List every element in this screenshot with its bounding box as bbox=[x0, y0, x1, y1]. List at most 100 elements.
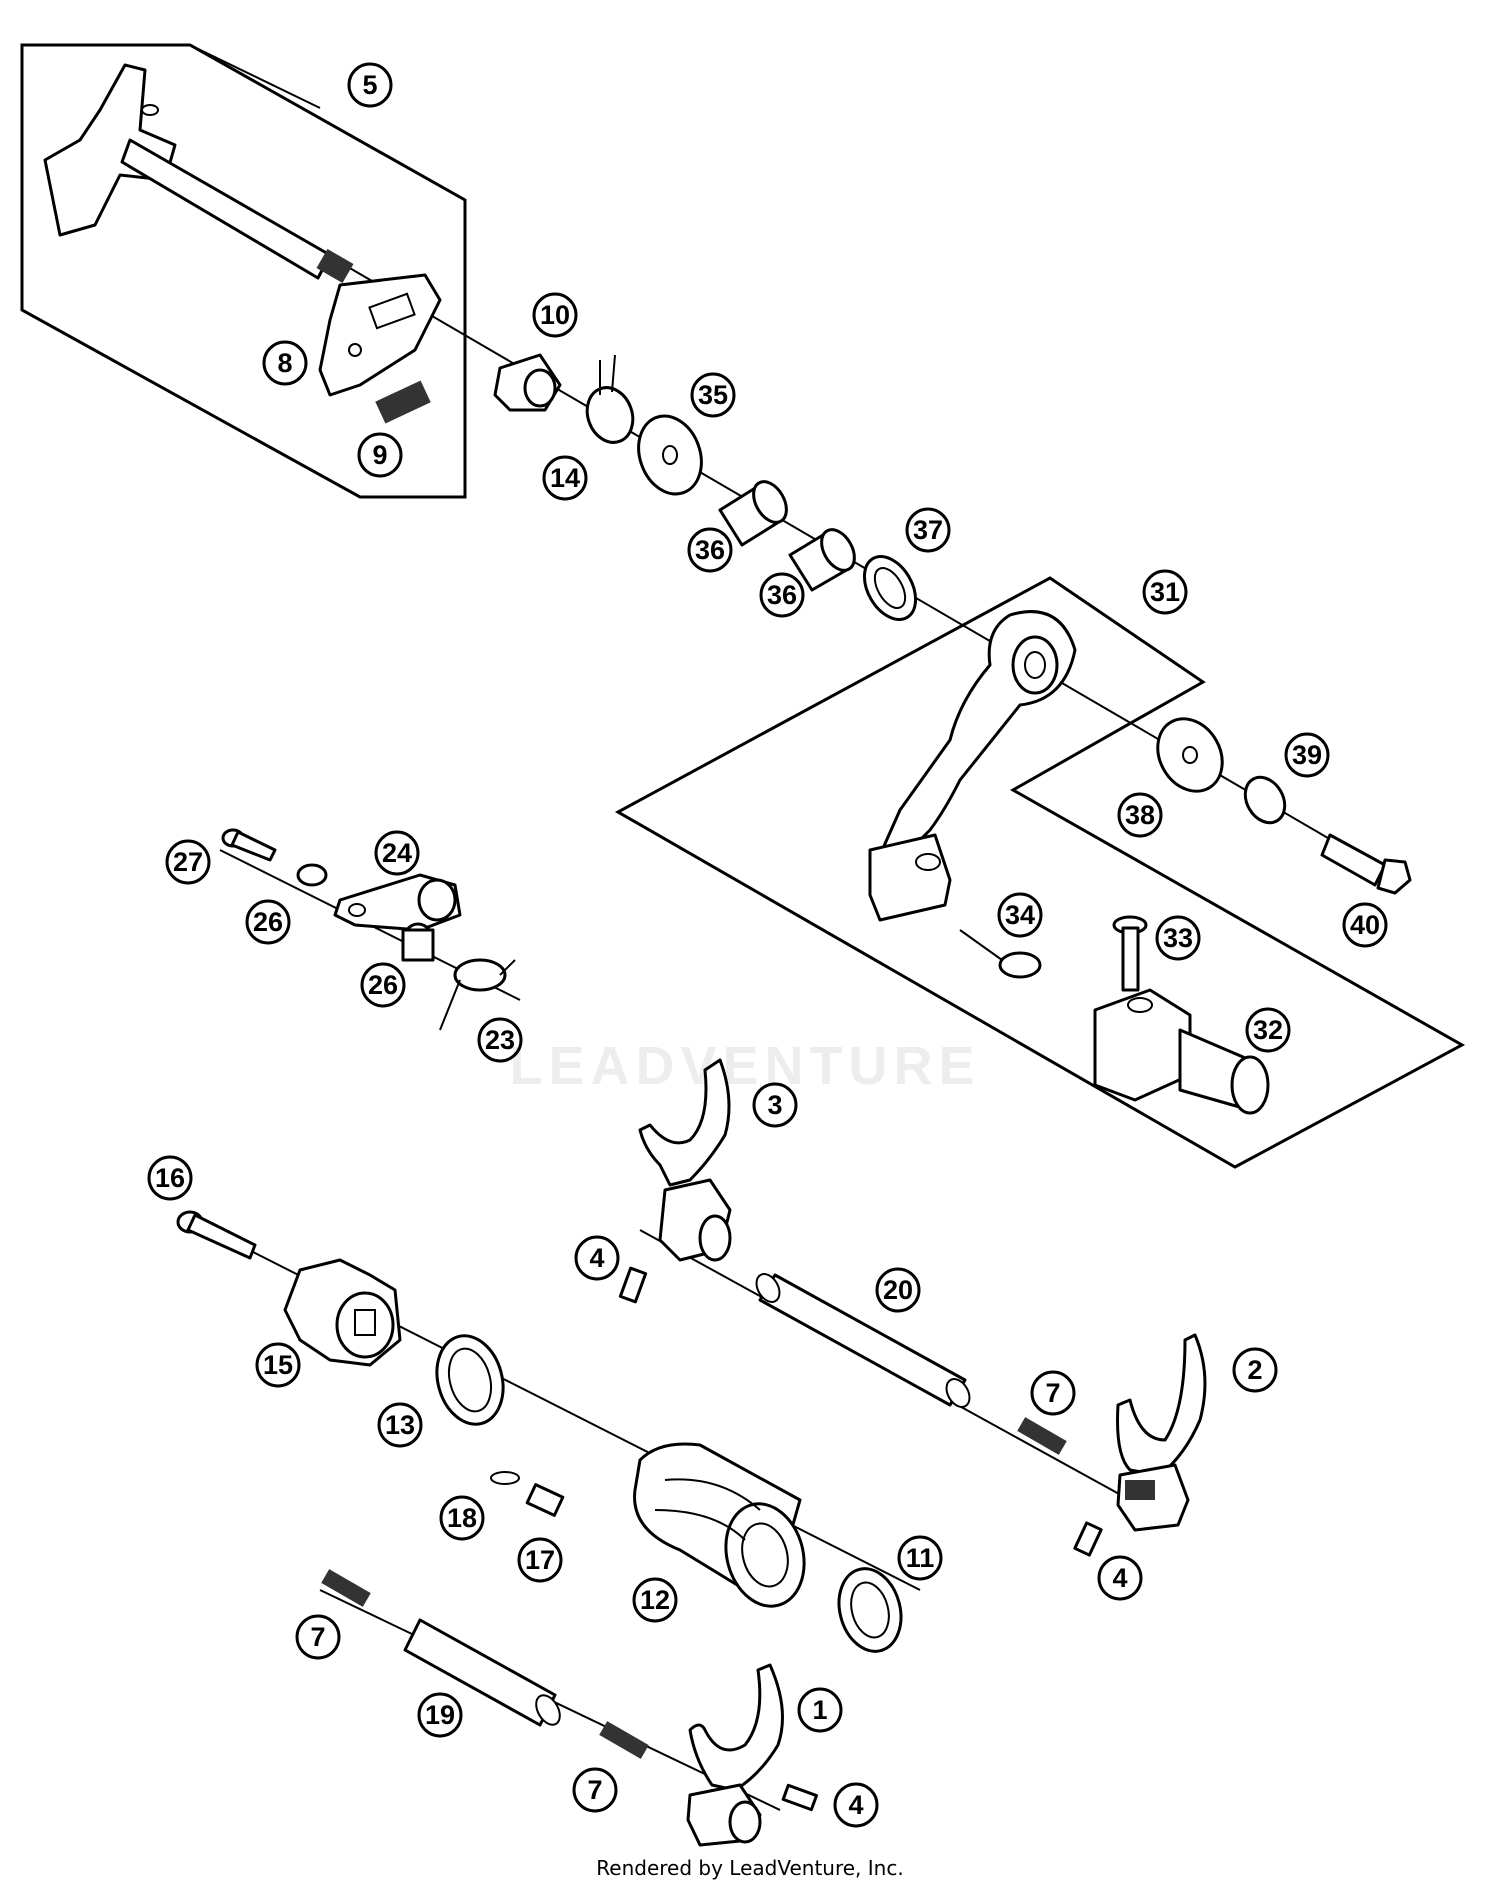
svg-text:17: 17 bbox=[525, 1545, 555, 1575]
callout-13: 13 bbox=[377, 1402, 423, 1448]
callout-32: 32 bbox=[1245, 1007, 1291, 1053]
footpeg-pin bbox=[1112, 915, 1148, 992]
callout-7-c: 7 bbox=[572, 1767, 618, 1813]
shift-fork-2 bbox=[1116, 1333, 1207, 1532]
lock-washer bbox=[1243, 775, 1287, 825]
callout-36-a: 36 bbox=[687, 527, 733, 573]
svg-text:24: 24 bbox=[382, 838, 412, 868]
spring-7-b bbox=[321, 1569, 371, 1607]
svg-text:11: 11 bbox=[906, 1543, 935, 1573]
callout-19: 19 bbox=[417, 1692, 463, 1738]
shift-fork-1 bbox=[686, 1663, 784, 1847]
circlip bbox=[585, 354, 635, 444]
svg-text:40: 40 bbox=[1350, 910, 1380, 940]
svg-text:33: 33 bbox=[1163, 923, 1193, 953]
callout-11: 11 bbox=[897, 1535, 943, 1581]
guide-pin-a bbox=[618, 1266, 648, 1304]
svg-text:31: 31 bbox=[1150, 577, 1180, 607]
seal-ring bbox=[862, 555, 918, 621]
svg-text:9: 9 bbox=[372, 440, 387, 470]
callout-18: 18 bbox=[439, 1495, 485, 1541]
callout-7-b: 7 bbox=[295, 1614, 341, 1660]
callout-27: 27 bbox=[165, 839, 211, 885]
svg-text:16: 16 bbox=[155, 1163, 185, 1193]
spring-7-c bbox=[599, 1721, 649, 1759]
small-ring bbox=[959, 929, 1042, 979]
callout-4-b: 4 bbox=[1097, 1555, 1143, 1601]
callout-36-b: 36 bbox=[759, 572, 805, 618]
callout-26-a: 26 bbox=[245, 899, 291, 945]
callout-4-a: 4 bbox=[574, 1235, 620, 1281]
svg-text:1: 1 bbox=[812, 1695, 827, 1725]
callout-23: 23 bbox=[477, 1017, 523, 1063]
callout-40: 40 bbox=[1342, 902, 1388, 948]
lever-bolt bbox=[1320, 833, 1412, 895]
svg-text:13: 13 bbox=[385, 1410, 415, 1440]
plate-spring bbox=[375, 380, 431, 424]
shift-fork-3 bbox=[638, 1058, 732, 1262]
spring-7-a bbox=[1017, 1417, 1067, 1455]
svg-text:10: 10 bbox=[540, 300, 570, 330]
washer-35 bbox=[637, 414, 703, 496]
svg-text:8: 8 bbox=[277, 348, 292, 378]
shift-shaft bbox=[43, 63, 354, 284]
washer-11 bbox=[837, 1567, 903, 1653]
svg-text:18: 18 bbox=[447, 1503, 477, 1533]
washer-38 bbox=[1156, 717, 1224, 793]
shift-lever bbox=[868, 610, 1077, 922]
callout-1: 1 bbox=[797, 1687, 843, 1733]
fork-rail-20 bbox=[755, 1273, 971, 1408]
callout-26-b: 26 bbox=[360, 962, 406, 1008]
washer-13 bbox=[435, 1334, 505, 1426]
svg-text:39: 39 bbox=[1292, 740, 1322, 770]
fork-rail-19 bbox=[403, 1618, 561, 1727]
bolt-16 bbox=[176, 1210, 257, 1260]
shift-lever-tip bbox=[1093, 988, 1270, 1115]
svg-text:36: 36 bbox=[767, 580, 797, 610]
shift-lever-assembly-frame bbox=[614, 576, 1466, 1169]
callout-33: 33 bbox=[1155, 915, 1201, 961]
callout-38: 38 bbox=[1117, 792, 1163, 838]
guide-pin-b bbox=[1073, 1521, 1103, 1557]
callout-12: 12 bbox=[632, 1577, 678, 1623]
callout-10: 10 bbox=[532, 292, 578, 338]
callout-9: 9 bbox=[357, 432, 403, 478]
svg-text:20: 20 bbox=[883, 1275, 913, 1305]
svg-text:36: 36 bbox=[695, 535, 725, 565]
svg-text:19: 19 bbox=[425, 1700, 455, 1730]
torsion-spring bbox=[439, 958, 516, 1031]
shift-drum bbox=[633, 1442, 806, 1608]
callout-20: 20 bbox=[875, 1267, 921, 1313]
detent-pin-17 bbox=[525, 1483, 565, 1517]
svg-text:7: 7 bbox=[1045, 1378, 1060, 1408]
svg-text:34: 34 bbox=[1005, 900, 1035, 930]
svg-text:4: 4 bbox=[1112, 1563, 1127, 1593]
shift-plate bbox=[318, 273, 442, 397]
guide-pin-c bbox=[781, 1783, 818, 1812]
roller-26-b bbox=[401, 922, 435, 962]
callout-35: 35 bbox=[690, 372, 736, 418]
washer-18 bbox=[490, 1471, 520, 1485]
svg-text:32: 32 bbox=[1253, 1015, 1283, 1045]
shaft-bushing bbox=[493, 353, 562, 412]
svg-text:4: 4 bbox=[848, 1790, 863, 1820]
svg-text:7: 7 bbox=[587, 1775, 602, 1805]
svg-text:12: 12 bbox=[640, 1585, 670, 1615]
shift-shaft-assembly-frame bbox=[20, 43, 467, 499]
svg-text:37: 37 bbox=[913, 515, 943, 545]
callout-37: 37 bbox=[905, 507, 951, 553]
callout-4-c: 4 bbox=[833, 1782, 879, 1828]
callout-7-a: 7 bbox=[1030, 1370, 1076, 1416]
callout-34: 34 bbox=[997, 892, 1043, 938]
locking-lever bbox=[333, 873, 462, 932]
callout-2: 2 bbox=[1232, 1347, 1278, 1393]
svg-text:26: 26 bbox=[253, 907, 283, 937]
shift-cam bbox=[283, 1258, 402, 1367]
callout-31: 31 bbox=[1142, 569, 1188, 615]
svg-text:7: 7 bbox=[310, 1622, 325, 1652]
watermark: LEADVENTURE bbox=[509, 1036, 981, 1096]
callout-24: 24 bbox=[374, 830, 420, 876]
callout-8: 8 bbox=[262, 340, 308, 386]
svg-text:15: 15 bbox=[263, 1350, 293, 1380]
